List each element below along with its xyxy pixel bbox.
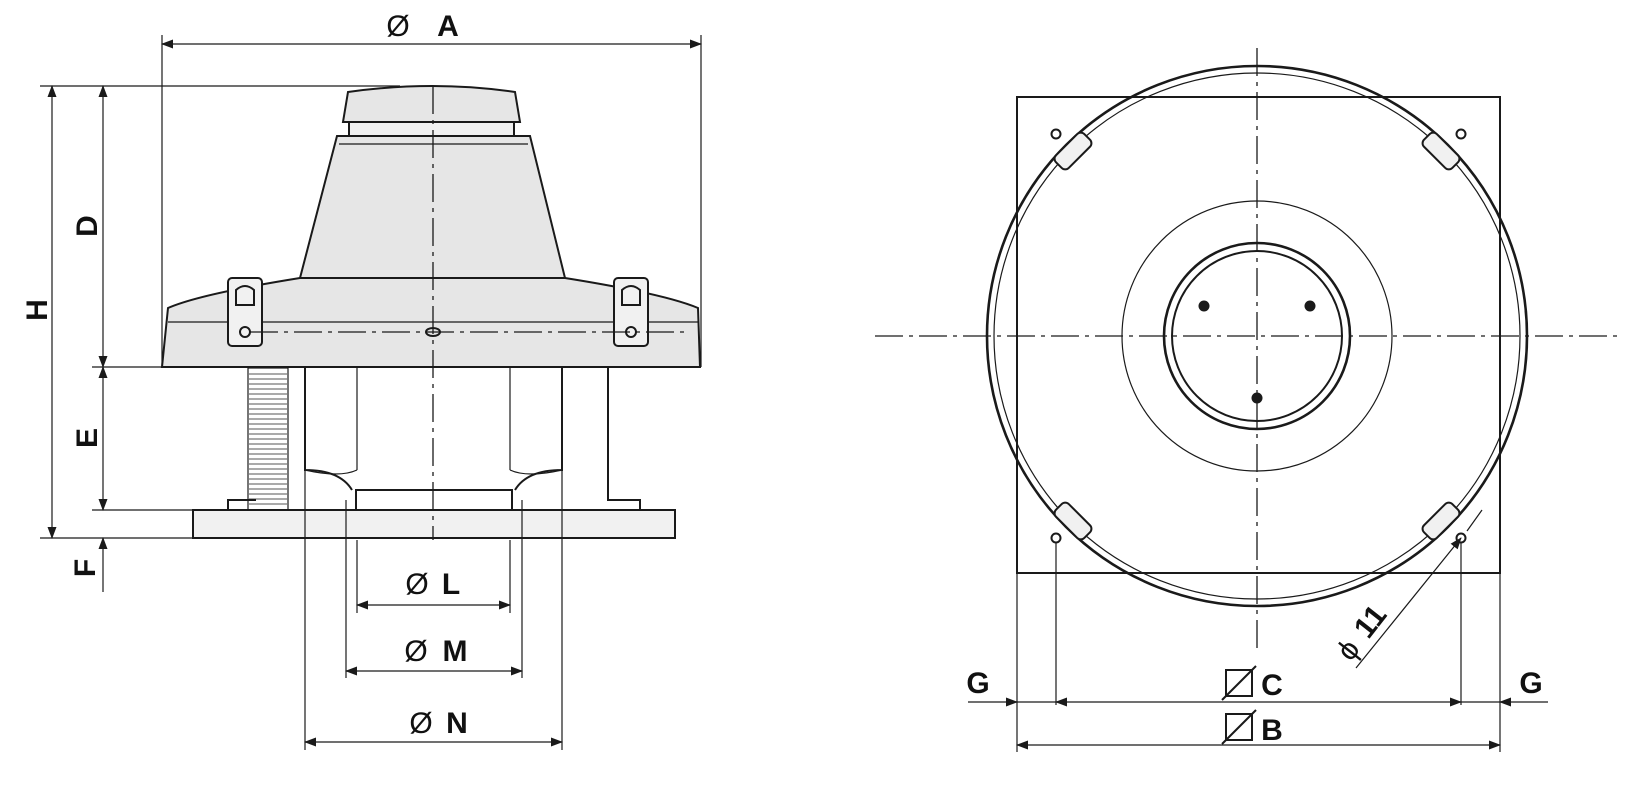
hole-leader (1355, 537, 1462, 669)
mount-hole-bl (1050, 532, 1062, 544)
label-b: B (1261, 714, 1283, 747)
rim-clip-bl (1053, 501, 1093, 541)
label-d: D (71, 215, 104, 237)
mount-hole-tl (1050, 128, 1062, 140)
top-cap-collar (348, 121, 515, 137)
hub-screw-left (1198, 300, 1210, 312)
label-l: L (442, 568, 460, 601)
hub-screw-bottom (1251, 392, 1263, 404)
label-h: H (21, 299, 54, 321)
label-f: F (69, 559, 102, 577)
square-symbol-b (1221, 709, 1257, 745)
top-view: C B G G ϕ 11 (875, 48, 1620, 752)
square-symbol-c (1221, 665, 1257, 701)
hole-leader-tick (1466, 509, 1483, 532)
hub-screw-right (1304, 300, 1316, 312)
rim-clip-tl (1053, 131, 1093, 171)
label-dia-l-symbol: Ø (405, 568, 428, 601)
ribbed-lines (249, 373, 287, 505)
rim-clip-br (1421, 501, 1461, 541)
label-e: E (71, 428, 104, 448)
lifting-lug-left (227, 277, 263, 347)
rim-clip-tr (1421, 131, 1461, 171)
label-hole-size: 11 (1348, 599, 1394, 644)
label-a: A (437, 10, 459, 43)
base-square (1016, 96, 1501, 574)
label-dia-n-symbol: Ø (409, 707, 432, 740)
support-bracket-left (227, 499, 256, 510)
label-n: N (446, 707, 468, 740)
side-view: Ø A H D E F Ø L Ø M Ø N (21, 10, 702, 750)
base-plate (192, 509, 676, 539)
label-dia-a-symbol: Ø (386, 10, 409, 43)
motor-foot-right (509, 469, 563, 475)
support-bracket (607, 368, 641, 510)
motor-foot-left (304, 469, 358, 475)
label-dia-m-symbol: Ø (404, 635, 427, 668)
label-m: M (443, 635, 468, 668)
outlet-spigot (355, 489, 513, 511)
label-g-left: G (966, 667, 989, 700)
label-g-right: G (1519, 667, 1542, 700)
top-cap (341, 85, 522, 123)
mount-hole-tr (1455, 128, 1467, 140)
label-c: C (1261, 669, 1283, 702)
lifting-lug-right (613, 277, 649, 347)
